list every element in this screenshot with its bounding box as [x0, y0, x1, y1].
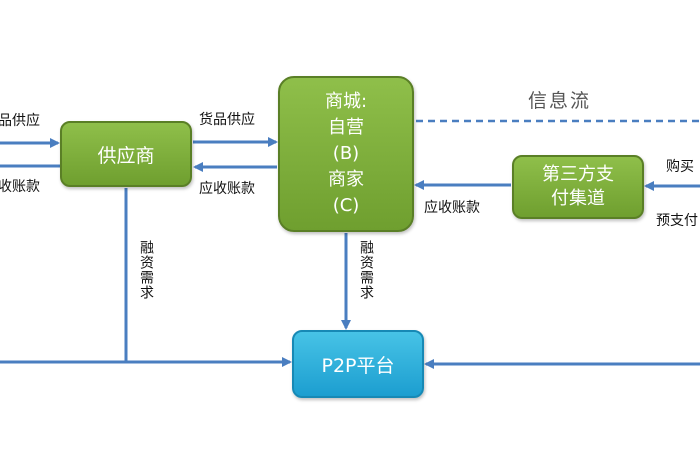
supplier-node: 供应商: [60, 121, 192, 187]
supplier-label: 供应商: [97, 144, 155, 167]
label-financing-supplier: 融资需求: [138, 240, 154, 300]
label-info-flow: 信息流: [528, 90, 592, 112]
label-prepay: 预支付: [656, 213, 698, 229]
label-receivable-2: 应收账款: [424, 200, 480, 216]
third-party-payment-node: 第三方支 付集道: [512, 155, 644, 219]
mall-line-5: (C): [332, 195, 360, 216]
label-left-receivable: 收账款: [0, 179, 40, 195]
mall-line-2: 自营: [328, 117, 364, 138]
mall-line-3: (B): [332, 143, 360, 164]
p2p-platform-node: P2P平台: [292, 330, 424, 398]
label-buy: 购买: [666, 159, 694, 175]
mall-node: 商城: 自营 (B) 商家 (C): [278, 76, 414, 232]
label-left-supply: 品供应: [0, 113, 40, 129]
mall-line-1: 商城:: [324, 91, 368, 112]
mall-line-4: 商家: [328, 169, 364, 190]
label-receivable-1: 应收账款: [199, 181, 255, 197]
third-party-line-1: 第三方支: [542, 164, 614, 185]
third-party-line-2: 付集道: [551, 188, 605, 209]
label-financing-mall: 融资需求: [358, 240, 374, 300]
label-goods-supply: 货品供应: [199, 112, 255, 128]
p2p-label: P2P平台: [321, 354, 395, 377]
